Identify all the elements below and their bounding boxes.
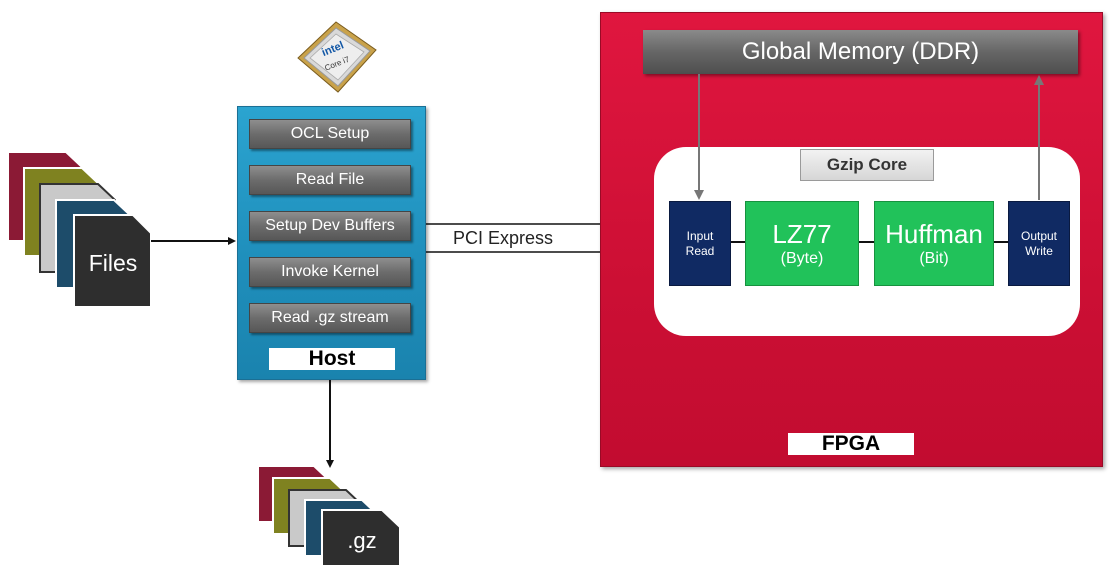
lz77-block: LZ77 (Byte) [745,201,859,286]
host-label: Host [269,348,395,370]
host-panel: OCL Setup Read File Setup Dev Buffers In… [237,106,426,380]
host-step-ocl-setup: OCL Setup [249,119,411,149]
input-read-block: Input Read [669,201,731,286]
input-read-line-1: Input [686,228,714,243]
lz77-sub: (Byte) [780,249,824,267]
lz77-title: LZ77 [772,218,832,249]
global-memory-bar: Global Memory (DDR) [643,30,1078,74]
host-step-setup-dev-buffers: Setup Dev Buffers [249,211,411,241]
host-step-invoke-kernel: Invoke Kernel [249,257,411,287]
gz-page-5 [321,509,401,566]
fpga-label: FPGA [788,433,914,455]
huffman-block: Huffman (Bit) [874,201,994,286]
gz-label: .gz [347,528,377,553]
pci-express-label: PCI Express [453,228,554,248]
host-step-read-gz-stream: Read .gz stream [249,303,411,333]
output-write-block: Output Write [1008,201,1070,286]
input-read-line-2: Read [685,243,715,258]
output-write-line-1: Output [1020,228,1058,243]
file-page-5 [73,214,152,308]
output-write-line-2: Write [1025,243,1053,258]
cpu-chip-icon: intel Core i7 [297,21,377,93]
huffman-sub: (Bit) [919,249,949,267]
files-label: Files [88,250,138,276]
huffman-title: Huffman [885,218,983,249]
gzip-core-label: Gzip Core [800,149,934,181]
host-step-read-file: Read File [249,165,411,195]
